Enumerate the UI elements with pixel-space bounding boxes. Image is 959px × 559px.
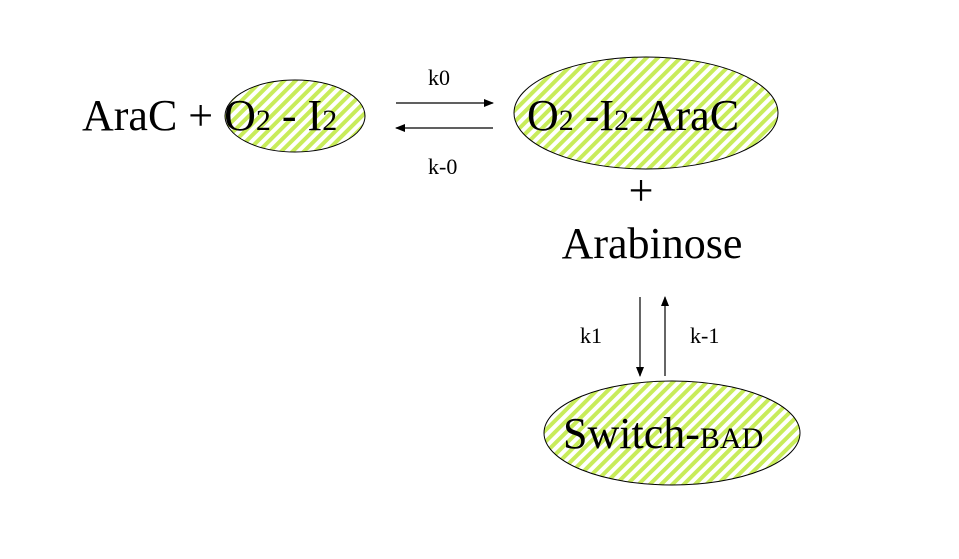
rate-k1: k1 [580,323,602,348]
arabinose-label: Arabinose [562,219,743,268]
switch-bad-label: Switch-BAD [563,409,763,458]
rate-k-1: k-1 [690,323,719,348]
switch-bad-ellipse [543,380,801,486]
o2-i2-ellipse [224,79,366,153]
rate-k0: k0 [428,65,450,90]
rate-k-0: k-0 [428,154,457,179]
complex-ellipse [513,56,779,170]
complex-label: O2 -I2-AraC [527,91,739,140]
reactants-label: AraC + O2 - I2 [82,91,337,140]
plus-sign: + [629,166,654,215]
